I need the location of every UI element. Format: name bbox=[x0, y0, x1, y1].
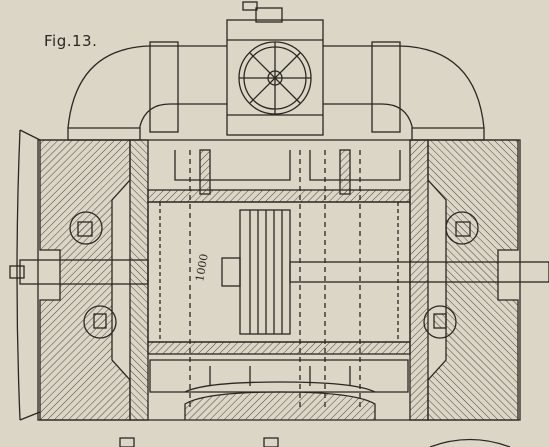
hand-wheel bbox=[238, 41, 312, 115]
right-steam-pipe bbox=[323, 41, 485, 141]
figure-label: Fig.13. bbox=[44, 32, 98, 50]
left-steam-pipe bbox=[67, 41, 227, 141]
bottom-chamber bbox=[149, 359, 409, 420]
bottom-stubs bbox=[119, 437, 511, 447]
outer-casing bbox=[16, 129, 521, 421]
cylinder bbox=[147, 150, 411, 410]
piston bbox=[221, 209, 291, 335]
dimension-label: 1000 bbox=[193, 253, 211, 283]
side-ports bbox=[69, 211, 479, 339]
piston-rod bbox=[9, 259, 549, 285]
hatched-walls bbox=[39, 139, 519, 421]
valve-chambers bbox=[174, 149, 401, 195]
valve-bonnet bbox=[226, 1, 324, 136]
